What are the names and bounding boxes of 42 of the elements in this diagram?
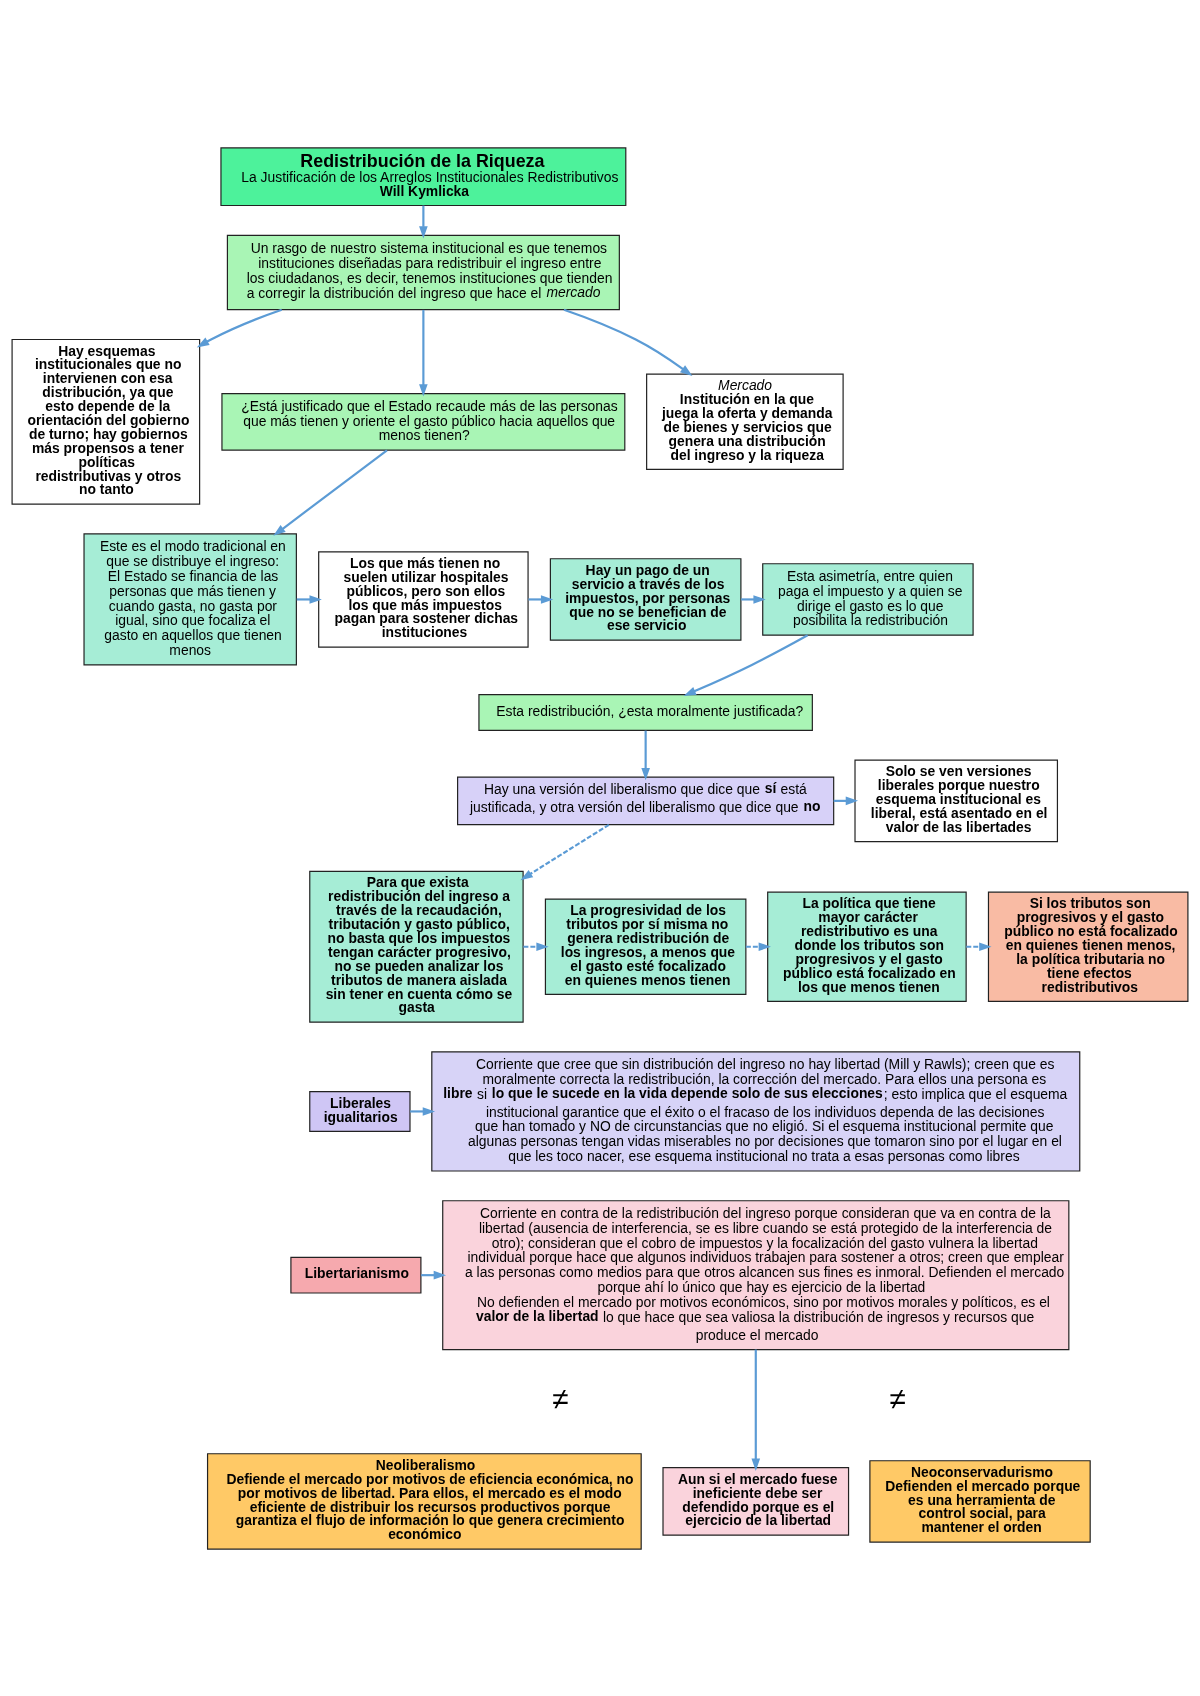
node-box: Redistribución de la Riqueza La Justificación de los Arreglos Institucionales Redistributivos Will Kymlicka <box>220 146 627 206</box>
arrow <box>419 309 428 396</box>
node-box: Solo se ven versiones liberales porque nuestro esquema institucional es liberal, está asentado en el valor de las libertades <box>854 759 1059 842</box>
node-box: Hay un pago de un servicio a través de los impuestos, por personas que no se benefician de ese servicio <box>549 557 742 641</box>
node-box: Los que más tienen no suelen utilizar hospitales públicos, pero son ellos los que más impuestos pagan para sostener dichas instituciones <box>318 550 529 648</box>
arrow <box>523 941 549 951</box>
arrow <box>641 730 650 780</box>
arrow <box>741 594 766 604</box>
arrow <box>528 594 554 604</box>
arrow <box>410 1106 436 1116</box>
arrow <box>419 205 428 238</box>
arrow <box>421 1270 446 1279</box>
node-box: Aun si el mercado fuese ineficiente debe ser defendido porque es el ejercicio de la libertad <box>662 1466 850 1536</box>
node-box: Libertarianismo <box>290 1256 422 1294</box>
arrow <box>966 941 992 951</box>
node-box: Liberales igualitarios <box>309 1090 411 1132</box>
node-box: La progresividad de los tributos por sí misma no genera redistribución de los ingresos, a menos que el gasto esté focalizado en quienes menos tienen <box>544 898 747 995</box>
arrow <box>563 308 693 376</box>
node-box: Hay una versión del liberalismo que dice que sí está justificada, y otra versión del liberalismo que dice que no <box>457 775 835 825</box>
node-box: ¿Está justificado que el Estado recaude más de las personas que más tienen y oriente el gasto público hacia aquellos que menos tienen? <box>221 392 626 451</box>
node-box: Corriente que cree que sin distribución del ingreso no hay libertad (Mill y Rawls); creen que es moralmente correcta la redistribución, la corrección del mercado. Para ellos una persona es libre si lo que le sucede en la vida depende solo de sus elecciones; esto implica que el esquema institucional garantice que el éxito o el fracaso de los individuos dependa de las decisiones que han tomado y NO de circunstancias que no eligió. Si el esquema institucional permite que algunas personas tengan vidas miserables no por decisiones que tomaron sino por el lugar en el que les toco nacer, ese esquema institucional no trata a esas personas como libres <box>431 1050 1081 1172</box>
arrow <box>745 941 771 951</box>
label: ≠ <box>889 1381 906 1415</box>
node-box: La política que tiene mayor carácter redistributivo es una donde los tributos son progresivos y el gasto público está focalizado en los que menos tienen <box>767 891 967 1002</box>
node-box: Este es el modo tradicional en que se distribuye el ingreso: El Estado se financia de las personas que más tienen y cuando gasta, no gasta por igual, sino que focaliza el gasto en aquellos que tienen menos <box>83 532 297 666</box>
node-box: Corriente en contra de la redistribución del ingreso porque consideran que va en contra de la libertad (ausencia de interferencia, se es libre cuando se está protegido de la interferencia de otro); consideran que el cobro de impuestos y la focalización del gasto vulnera la libertad individual porque hace que algunos individuos trabajen para sostener a otros; creen que emplear a las personas como medios para que otros alcancen sus fines es inmoral. Defienden el mercado porque ahí lo único que hay es ejercicio de la libertad No defienden el mercado por motivos económicos, sino por motivos morales y políticos, es el valor de la libertad lo que hace que sea valiosa la distribución de ingresos y recursos que produce el mercado <box>442 1199 1070 1350</box>
label: ≠ <box>552 1381 569 1415</box>
node-box: Neoliberalismo Defiende el mercado por motivos de eficiencia económica, no por motivos de libertad. Para ellos, el mercado es el modo eficiente de distribuir los recursos productivos porque garantiza el flujo de información lo que genera crecimiento económico <box>206 1452 642 1550</box>
arrow <box>683 633 809 696</box>
node-box: Neoconservadurismo Defienden el mercado porque es una herramienta de control social, para mantener el orden <box>869 1459 1091 1543</box>
arrow <box>520 823 610 880</box>
node-box: Mercado Institución en la que juega la oferta y demanda de bienes y servicios que genera una distribución del ingreso y la riqueza <box>646 373 844 470</box>
node-box: Un rasgo de nuestro sistema institucional es que tenemos instituciones diseñadas para redistribuir el ingreso entre los ciudadanos, es decir, tenemos instituciones que tienden a corregir la distribución del ingreso que hace el mercado <box>226 234 620 310</box>
arrow <box>273 448 388 536</box>
arrow <box>296 594 322 604</box>
node-box: Para que exista redistribución del ingreso a través de la recaudación, tributación y gasto público, no basta que los impuestos tengan carácter progresivo, no se pueden analizar los tributos de manera aislada sin tener en cuenta cómo se gasta <box>309 870 524 1023</box>
node-box: Esta asimetría, entre quien paga el impuesto y a quien se dirige el gasto es lo que posibilita la redistribución <box>762 562 974 636</box>
node-box: Esta redistribución, ¿esta moralmente justificada? <box>478 693 813 731</box>
node-box: Si los tributos son progresivos y el gasto público no está focalizado en quienes tienen menos, la política tributaria no tiene efectos redistributivos <box>987 891 1189 1002</box>
node-box: Hay esquemas institucionales que no intervienen con esa distribución, ya que esto depende de la orientación del gobierno de turno; hay gobiernos más propensos a tener políticas redistributivas y otros no tanto <box>11 338 201 505</box>
arrow <box>751 1349 761 1471</box>
arrow <box>196 308 283 347</box>
